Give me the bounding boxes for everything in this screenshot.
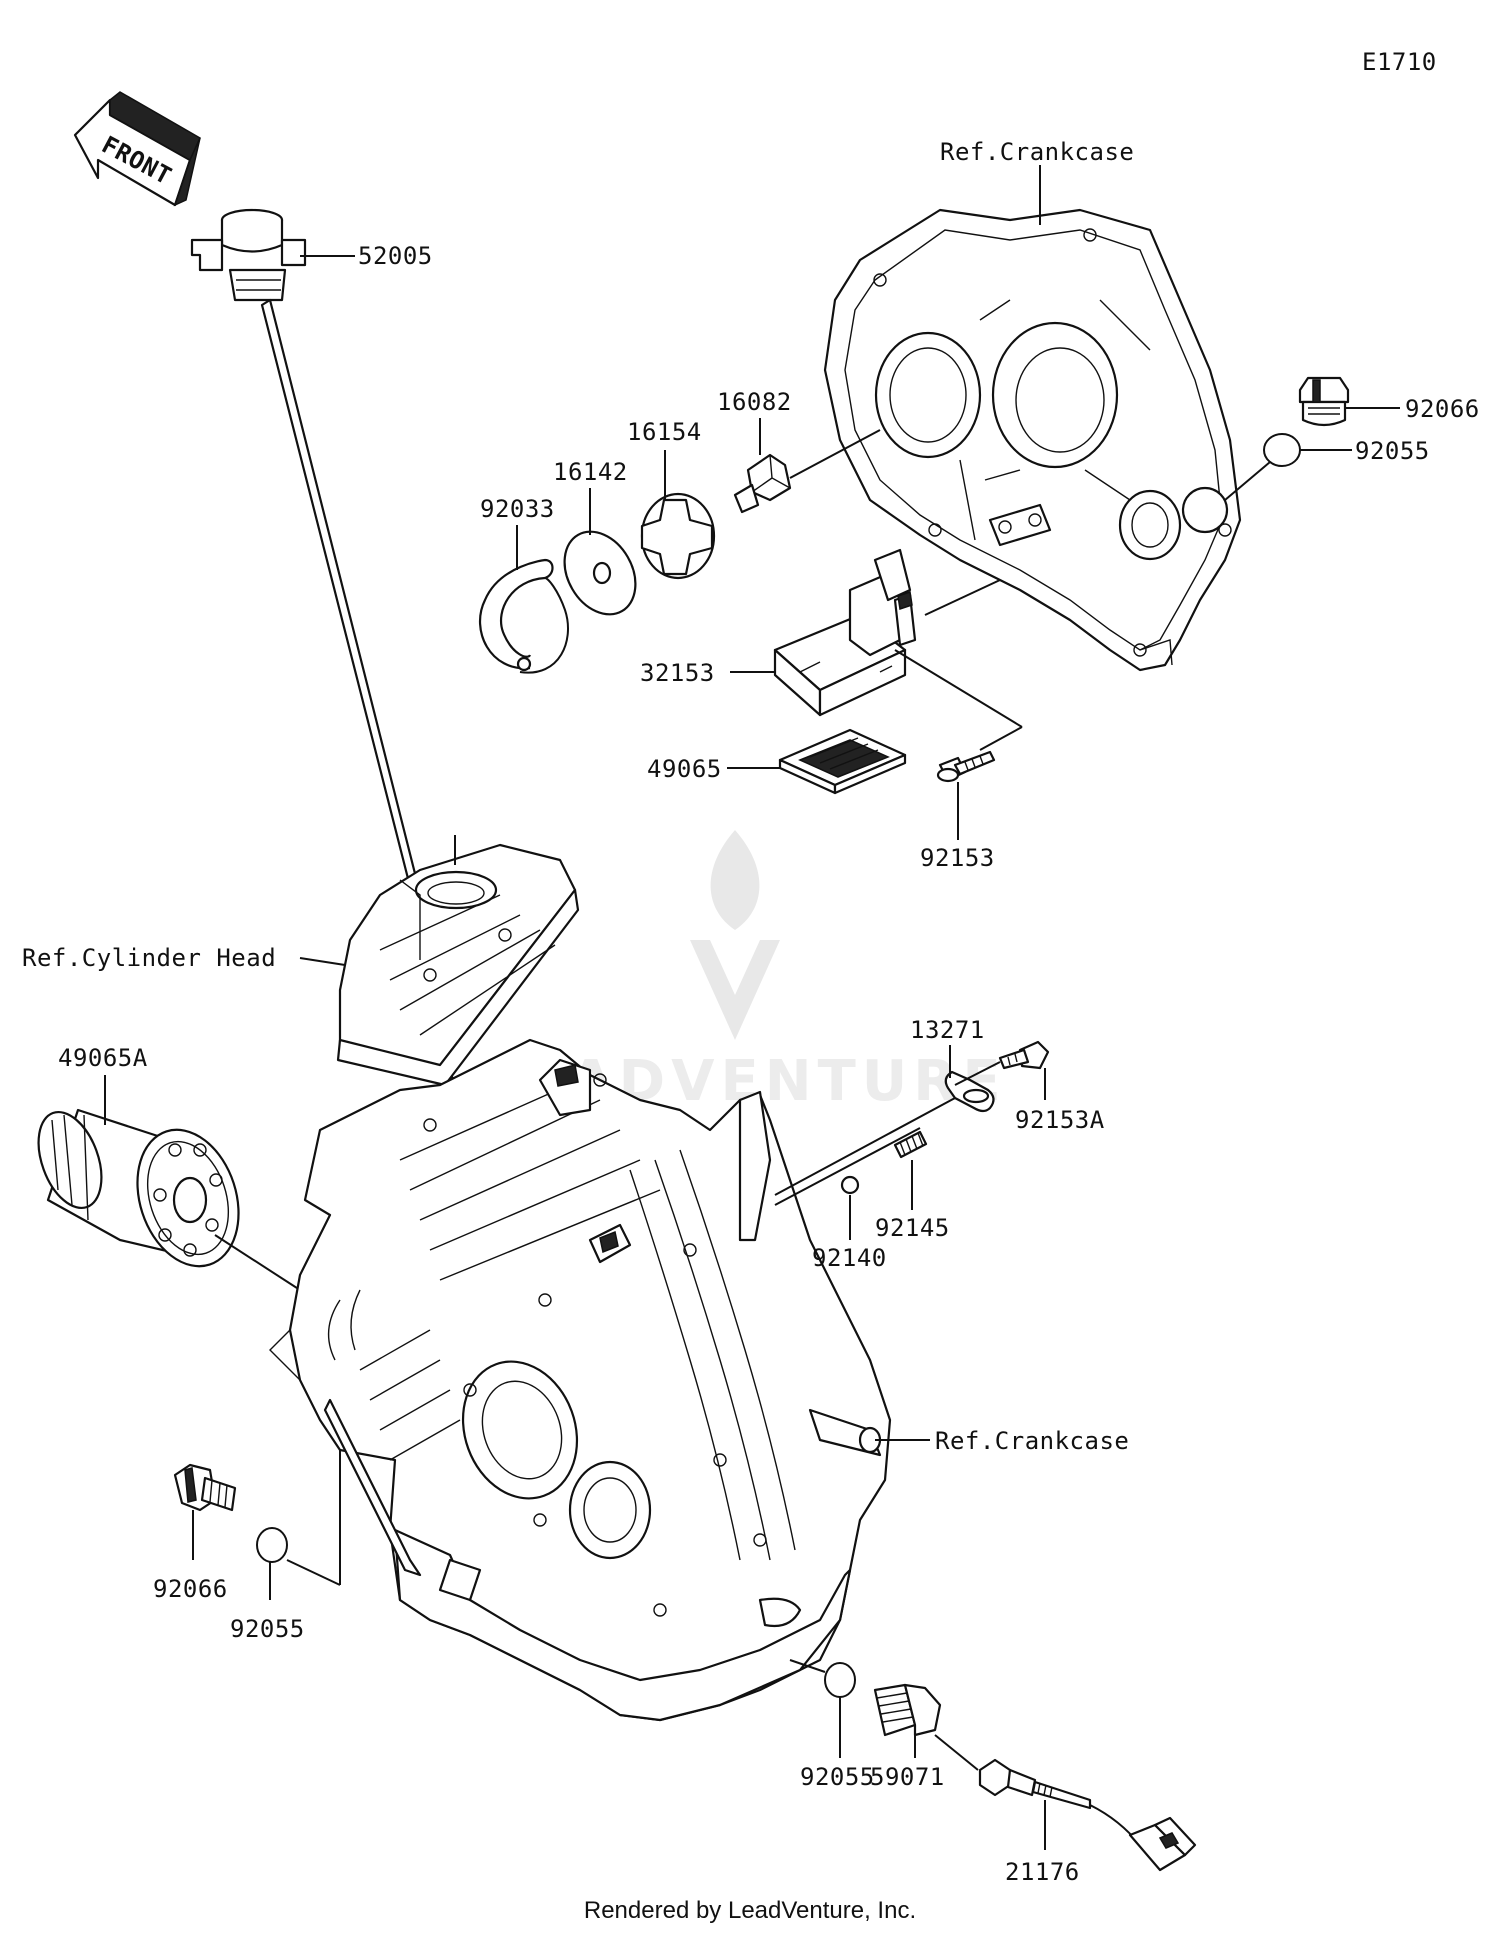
label-49065: 49065 (647, 755, 722, 783)
label-92055-bottom: 92055 (800, 1763, 875, 1791)
label-49065A: 49065A (58, 1044, 148, 1072)
label-13271: 13271 (910, 1016, 985, 1044)
label-92055-left: 92055 (230, 1615, 305, 1643)
footer-credit: Rendered by LeadVenture, Inc. (584, 1897, 916, 1924)
pump-shaft-part (733, 453, 792, 514)
label-92066-top: 92066 (1405, 395, 1480, 423)
washer-part (563, 530, 637, 616)
circlip-part (479, 558, 569, 674)
label-ref-cylinder-head: Ref.Cylinder Head (22, 944, 276, 972)
oring-bottom (824, 1662, 856, 1698)
label-ref-crankcase-bottom: Ref.Crankcase (935, 1427, 1129, 1455)
diagram-code: E1710 (1362, 48, 1437, 76)
drain-plug-bottom (173, 1463, 237, 1512)
oil-filter (37, 1108, 240, 1268)
watermark-flame-icon (710, 830, 760, 930)
watermark-v-icon (690, 940, 780, 1040)
oil-pump-rotor (640, 492, 716, 580)
ball-part (840, 1175, 860, 1195)
oring-top (1263, 433, 1301, 467)
crankcase-cover (823, 208, 1242, 672)
label-21176: 21176 (1005, 1858, 1080, 1886)
oil-strainer (773, 548, 917, 717)
strainer-screen (778, 728, 907, 795)
label-59071: 59071 (870, 1763, 945, 1791)
oring-left (256, 1527, 288, 1563)
front-arrow-icon: FRONT (73, 91, 201, 207)
spring-part (893, 1130, 928, 1159)
cylinder-head (336, 843, 580, 1087)
fitting-part (873, 1683, 942, 1737)
bolt-a-part (998, 1040, 1050, 1070)
label-92153A: 92153A (1015, 1106, 1105, 1134)
label-92145: 92145 (875, 1214, 950, 1242)
label-32153: 32153 (640, 659, 715, 687)
label-52005: 52005 (358, 242, 433, 270)
bolt-part (936, 750, 996, 783)
label-ref-crankcase-top: Ref.Crankcase (940, 138, 1134, 166)
label-92066-bottom: 92066 (153, 1575, 228, 1603)
crankcase-main (269, 1038, 892, 1722)
label-92055-top: 92055 (1355, 437, 1430, 465)
label-92033: 92033 (480, 495, 555, 523)
drain-plug-top (1298, 376, 1350, 427)
label-16142: 16142 (553, 458, 628, 486)
label-92153: 92153 (920, 844, 995, 872)
plate-part (944, 1070, 995, 1113)
oil-sensor (978, 1758, 1197, 1872)
label-92140: 92140 (812, 1244, 887, 1272)
label-16154: 16154 (627, 418, 702, 446)
label-16082: 16082 (717, 388, 792, 416)
